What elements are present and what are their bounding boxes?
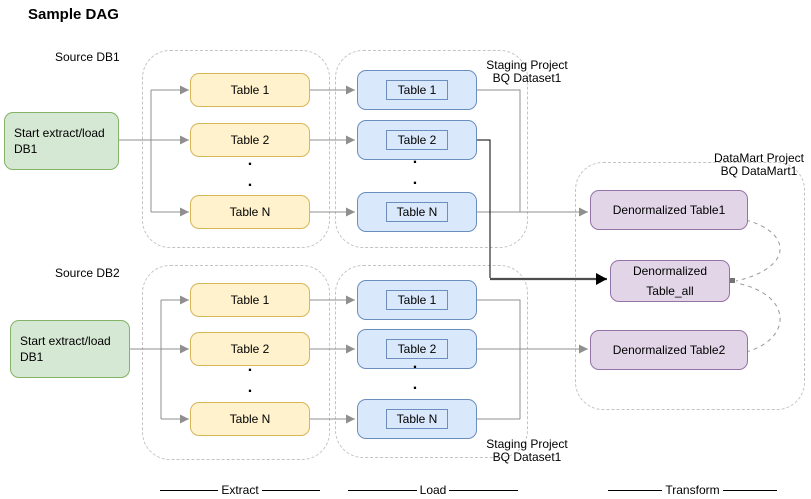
source-db2-label: Source DB2 xyxy=(55,266,120,280)
extract-table-node: Table N xyxy=(190,195,310,229)
load-table-inner-box: Table 1 xyxy=(386,290,448,310)
ellipsis-dots: .. xyxy=(247,358,253,396)
load-table-inner-box: Table 1 xyxy=(386,80,448,100)
transform-stage-label: Transform xyxy=(608,483,777,497)
staging-label-db1: Staging Project BQ Dataset1 xyxy=(486,58,568,85)
ellipsis-dots: .. xyxy=(412,150,418,188)
stage-label-text: Load xyxy=(416,483,450,497)
extract-table-node: Table N xyxy=(190,402,310,436)
denormalized-table1-node: Denormalized Table1 xyxy=(590,190,748,230)
stage-label-text: Extract xyxy=(218,483,262,497)
load-table-node: Table N xyxy=(357,399,477,439)
start-node-db1: Start extract/load DB1 xyxy=(4,112,119,170)
denormalized-table-all-node: Denormalized Table_all xyxy=(610,260,730,302)
load-container-db1 xyxy=(335,50,528,248)
extract-container-db2 xyxy=(142,265,330,460)
load-table-node: Table 1 xyxy=(357,280,477,320)
load-table-inner-box: Table 2 xyxy=(386,339,448,359)
load-table-node: Table 2 xyxy=(357,329,477,369)
load-container-db2 xyxy=(335,265,528,458)
datamart-container xyxy=(575,162,805,410)
load-table-inner-box: Table N xyxy=(386,409,448,429)
load-table-node: Table N xyxy=(357,192,477,232)
load-table-inner-box: Table 2 xyxy=(386,130,448,150)
load-table-node: Table 1 xyxy=(357,70,477,110)
datamart-label: DataMart Project BQ DataMart1 xyxy=(713,151,805,178)
page-title: Sample DAG xyxy=(28,6,119,23)
extract-table-node: Table 1 xyxy=(190,283,310,317)
load-table-inner-box: Table N xyxy=(386,202,448,222)
extract-table-node: Table 2 xyxy=(190,123,310,157)
start-node-db2: Start extract/load DB1 xyxy=(10,320,130,378)
load-table-node: Table 2 xyxy=(357,120,477,160)
extract-table-node: Table 1 xyxy=(190,73,310,107)
ellipsis-dots: .. xyxy=(412,355,418,393)
load-stage-label: Load xyxy=(348,483,518,497)
source-db1-label: Source DB1 xyxy=(55,50,120,64)
denormalized-table2-node: Denormalized Table2 xyxy=(590,330,748,370)
stage-label-text: Transform xyxy=(662,483,723,497)
staging-label-db2: Staging Project BQ Dataset1 xyxy=(486,437,568,464)
extract-table-node: Table 2 xyxy=(190,332,310,366)
ellipsis-dots: .. xyxy=(247,152,253,190)
extract-container-db1 xyxy=(142,50,330,248)
extract-stage-label: Extract xyxy=(160,483,320,497)
